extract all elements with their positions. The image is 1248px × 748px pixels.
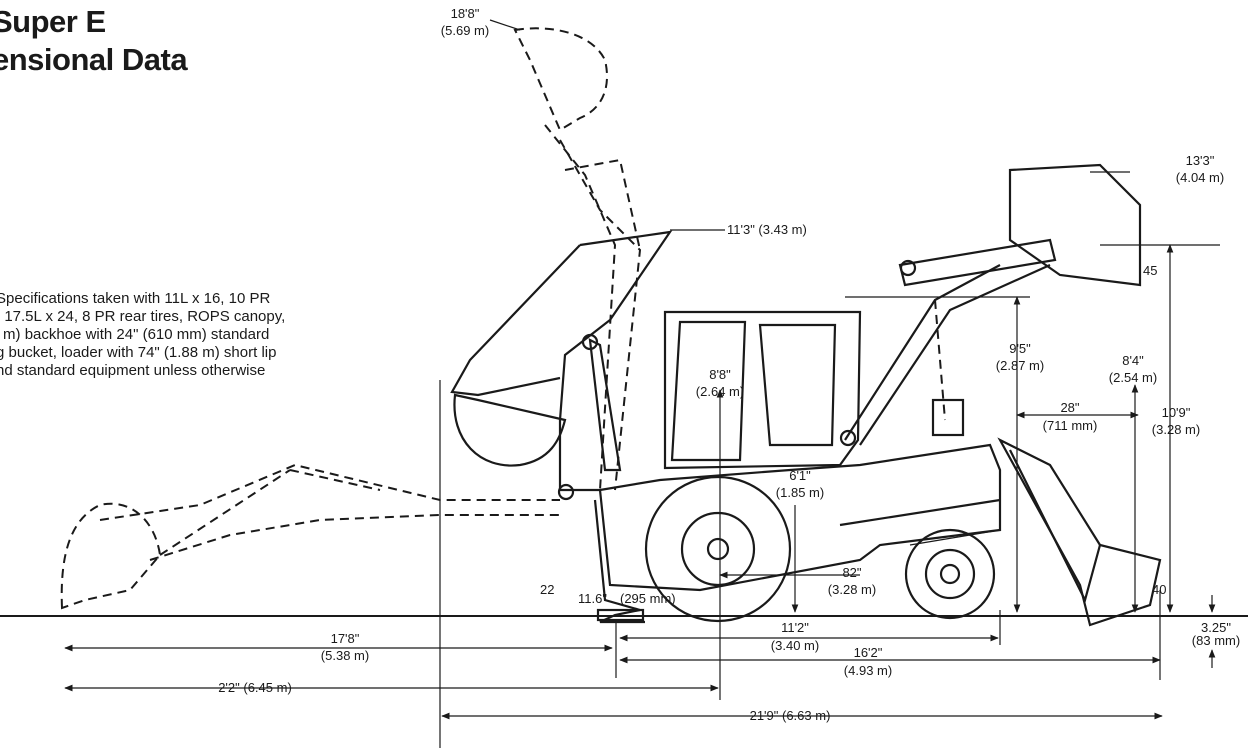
dim-backhoe-height-b: (5.69 m) xyxy=(441,23,489,38)
spec-note: Specifications taken with 11L x 16, 10 P… xyxy=(0,290,396,398)
backhoe-arm xyxy=(450,230,673,501)
dim-wheel-height-b: (3.28 m) xyxy=(828,582,876,597)
dim-seat-height-b: (1.85 m) xyxy=(776,485,824,500)
dim-loader-height-a: 9'5" xyxy=(1009,341,1031,356)
spec-line-3: ' m) backhoe with 24" (610 mm) standard xyxy=(0,326,270,343)
dim-dig-below-a: 3.25" xyxy=(1201,620,1231,635)
dim-cab-height-b: (2.64 m) xyxy=(696,384,744,399)
horizontal-dimensions xyxy=(64,19,1220,720)
dim-cab-height-a: 8'8" xyxy=(709,367,731,382)
dim-dump-reach-a: 28" xyxy=(1060,400,1079,415)
dim-overall-length: 21'9" (6.63 m) xyxy=(750,708,831,723)
dim-dump-clearance-b: (2.54 m) xyxy=(1109,370,1157,385)
backhoe-raised-outline xyxy=(513,27,642,491)
spec-line-2: , 17.5L x 24, 8 PR rear tires, ROPS cano… xyxy=(0,308,286,325)
title-line-1: Super E xyxy=(0,4,106,39)
backhoe-extended-outline xyxy=(60,463,560,610)
dim-bucket-pin-b: (4.04 m) xyxy=(1176,170,1224,185)
dim-wheelbase-b: (3.40 m) xyxy=(771,638,819,653)
dim-stabilizer-b: (295 mm) xyxy=(620,591,676,606)
dim-seat-height-a: 6'1" xyxy=(789,468,811,483)
vertical-dimensions xyxy=(439,244,1216,748)
dim-reach-total: 2'2" (6.45 m) xyxy=(218,680,292,695)
dim-reach-pivot-a: 17'8" xyxy=(331,631,360,646)
dim-loader-height-b: (2.87 m) xyxy=(996,358,1044,373)
spec-line-5: nd standard equipment unless otherwise xyxy=(0,362,266,379)
dim-dig-below-b: (83 mm) xyxy=(1192,633,1240,648)
dim-dump-reach-b: (711 mm) xyxy=(1043,418,1098,433)
dim-angle-22: 22 xyxy=(540,582,554,597)
dimension-labels: 18'8" (5.69 m) 11'3" (3.43 m) 13'3" (4.0… xyxy=(218,6,1240,723)
dim-overall-height-b: (3.28 m) xyxy=(1152,422,1200,437)
dim-reach-pivot-b: (5.38 m) xyxy=(321,648,369,663)
loader-lowered xyxy=(839,437,1162,627)
dim-dump-clearance-a: 8'4" xyxy=(1122,353,1144,368)
title-line-2: ensional Data xyxy=(0,42,188,77)
dim-wheelbase-a: 11'2" xyxy=(781,620,809,635)
spec-line-4: g bucket, loader with 74" (1.88 m) short… xyxy=(0,344,277,361)
spec-line-6: . xyxy=(0,380,396,398)
dim-wheel-height-a: 82" xyxy=(842,565,861,580)
dim-boom-height: 11'3" (3.43 m) xyxy=(727,222,807,237)
dim-loader-length-b: (4.93 m) xyxy=(844,663,892,678)
front-wheel xyxy=(904,528,996,620)
spec-line-1: Specifications taken with 11L x 16, 10 P… xyxy=(0,290,271,307)
dim-backhoe-height-a: 18'8" xyxy=(451,6,480,21)
dim-loader-length-a: 16'2" xyxy=(854,645,883,660)
dim-dump-angle: 45 xyxy=(1143,263,1157,278)
loader-raised xyxy=(839,163,1142,447)
rear-wheel xyxy=(644,475,792,623)
dim-stabilizer-a: 11.6" xyxy=(578,591,607,606)
stabilizer xyxy=(593,499,645,624)
dim-bucket-pin-a: 13'3" xyxy=(1186,153,1215,168)
dim-overall-height-a: 10'9" xyxy=(1162,405,1191,420)
dim-angle-40: 40 xyxy=(1152,582,1166,597)
